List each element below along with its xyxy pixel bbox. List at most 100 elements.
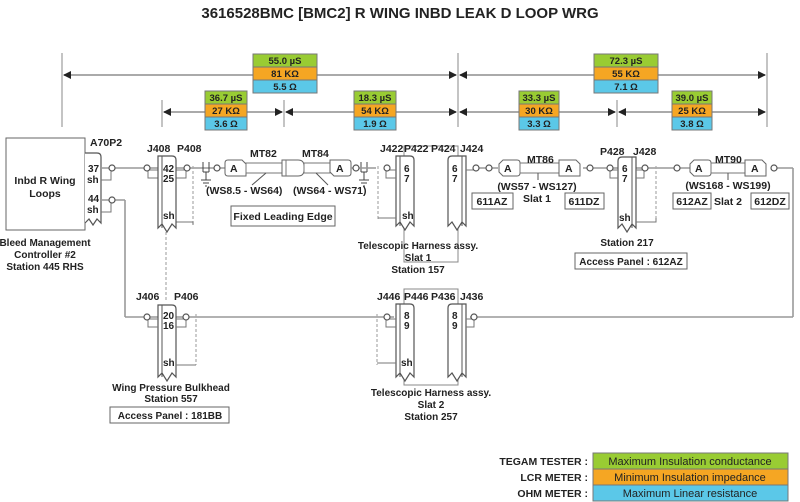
legend-swatch [592, 484, 789, 502]
pin-label: sh [87, 205, 99, 216]
resistance-value: 3.6 Ω [214, 119, 238, 130]
connector-label: P406 [174, 291, 199, 303]
conductance-value: 36.7 µS [210, 93, 243, 104]
connector-label: J436 [460, 291, 484, 303]
resistance-value: 3.3 Ω [527, 119, 551, 130]
resistance-value: 5.5 Ω [273, 82, 297, 93]
pin-label: 6 [452, 164, 458, 175]
zone-tag: 612AZ [676, 196, 708, 208]
sensor-slat: Slat 1 [523, 193, 551, 205]
harness-slat1: J422 P422 P424 J424 6 7 sh 6 7 Telescopi… [358, 143, 484, 276]
sensor-label: MT82 [250, 148, 277, 160]
harness-caption: Station 157 [391, 265, 445, 276]
station-label: Station 217 [600, 238, 654, 249]
pin-label: 7 [622, 174, 628, 185]
sensor-mt82-mt84: A A MT82 MT84 (WS8.5 - WS64) (WS64 - WS7… [206, 148, 376, 227]
sensor-a-label: A [695, 163, 703, 175]
connector-j408: J408 P408 42 25 sh [147, 143, 202, 234]
controller-caption: Bleed Management [0, 238, 91, 249]
controller-box [5, 137, 86, 231]
sensor-label: MT84 [302, 148, 329, 160]
controller-caption: Station 445 RHS [6, 262, 84, 273]
bulkhead-caption: Station 557 [144, 394, 198, 405]
sensor-mt90: A A MT90 (WS168 - WS199) 612AZ Slat 2 61… [672, 154, 790, 210]
measurement-box-top-right: 72.3 µS 55 KΩ 7.1 Ω [593, 53, 659, 94]
resistance-value: 7.1 Ω [614, 82, 638, 93]
connector-label: J424 [460, 143, 484, 155]
harness-caption: Slat 2 [418, 400, 445, 411]
legend-meter-label: LCR METER : [520, 472, 588, 484]
connector-j406: J406 P406 20 16 sh Wing Pressure Bulkhea… [109, 291, 230, 424]
resistance-cell [353, 116, 397, 131]
sensor-label: MT86 [527, 154, 554, 166]
splice-points [108, 164, 778, 321]
harness-caption: Telescopic Harness assy. [358, 241, 478, 252]
fixed-leading-edge-label: Fixed Leading Edge [233, 211, 332, 223]
ground-icon [201, 162, 211, 187]
conductance-value: 33.3 µS [523, 93, 556, 104]
measurement-box-seg-2: 18.3 µS 54 KΩ 1.9 Ω [353, 90, 397, 131]
connector-label: P436 [431, 291, 456, 303]
conductance-value: 18.3 µS [359, 93, 392, 104]
conductance-value: 72.3 µS [610, 56, 643, 67]
sensor-slat: Slat 2 [714, 196, 742, 208]
impedance-value: 55 KΩ [612, 69, 640, 80]
pin-label: 16 [163, 321, 175, 332]
resistance-cell [671, 116, 713, 131]
pin-label: 9 [404, 321, 410, 332]
zone-tag: 611DZ [569, 196, 601, 208]
pin-label: 25 [163, 174, 175, 185]
measurement-box-top-left: 55.0 µS 81 KΩ 5.5 Ω [252, 53, 318, 94]
pin-label: 8 [404, 311, 410, 322]
pin-label: sh [401, 358, 413, 369]
controller-label: Inbd R Wing [14, 175, 75, 187]
zone-tag: 612DZ [754, 196, 786, 208]
connector-label: P424 [431, 143, 456, 155]
diagram-title: 3616528BMC [BMC2] R WING INBD LEAK D LOO… [201, 5, 598, 22]
pin-label: sh [163, 358, 175, 369]
sensor-a-label: A [230, 163, 238, 175]
pin-label: 20 [163, 311, 175, 322]
conductance-value: 39.0 µS [676, 93, 709, 104]
ground-icon [359, 162, 369, 187]
legend-meter-label: OHM METER : [517, 488, 588, 500]
pin-label: sh [619, 213, 631, 224]
pin-label: 7 [404, 174, 410, 185]
connector-label: P446 [404, 291, 429, 303]
pin-label: 8 [452, 311, 458, 322]
connector-label: J408 [147, 143, 171, 155]
impedance-value: 25 KΩ [678, 106, 706, 117]
resistance-cell [204, 116, 248, 131]
resistance-cell [518, 116, 560, 131]
controller-label: Loops [29, 188, 61, 200]
pin-label: 44 [88, 194, 100, 205]
impedance-value: 27 KΩ [212, 106, 240, 117]
sensor-a-label: A [751, 163, 759, 175]
connector-label: J422 [380, 143, 404, 155]
connector-label: P428 [600, 146, 625, 158]
resistance-value: 1.9 Ω [363, 119, 387, 130]
conductance-value: 55.0 µS [269, 56, 302, 67]
resistance-cell [593, 79, 659, 94]
pin-label: 37 [88, 164, 100, 175]
access-panel-label: Access Panel : 612AZ [579, 257, 682, 268]
measurement-box-seg-1: 36.7 µS 27 KΩ 3.6 Ω [204, 90, 248, 131]
harness-caption: Slat 1 [405, 253, 432, 264]
impedance-value: 81 KΩ [271, 69, 299, 80]
sensor-range: (WS168 - WS199) [685, 180, 770, 192]
connector-label: P408 [177, 143, 202, 155]
impedance-value: 54 KΩ [361, 106, 389, 117]
legend-meaning: Maximum Linear resistance [623, 488, 758, 500]
dimension-lines [61, 53, 768, 127]
connector-plug [84, 152, 102, 227]
sensor-a-label: A [504, 163, 512, 175]
pin-label: 9 [452, 321, 458, 332]
resistance-cell [252, 79, 318, 94]
sensor-a-label: A [336, 163, 344, 175]
pin-label: sh [402, 211, 414, 222]
legend-meaning: Maximum Insulation conductance [608, 456, 771, 468]
harness-caption: Telescopic Harness assy. [371, 388, 491, 399]
